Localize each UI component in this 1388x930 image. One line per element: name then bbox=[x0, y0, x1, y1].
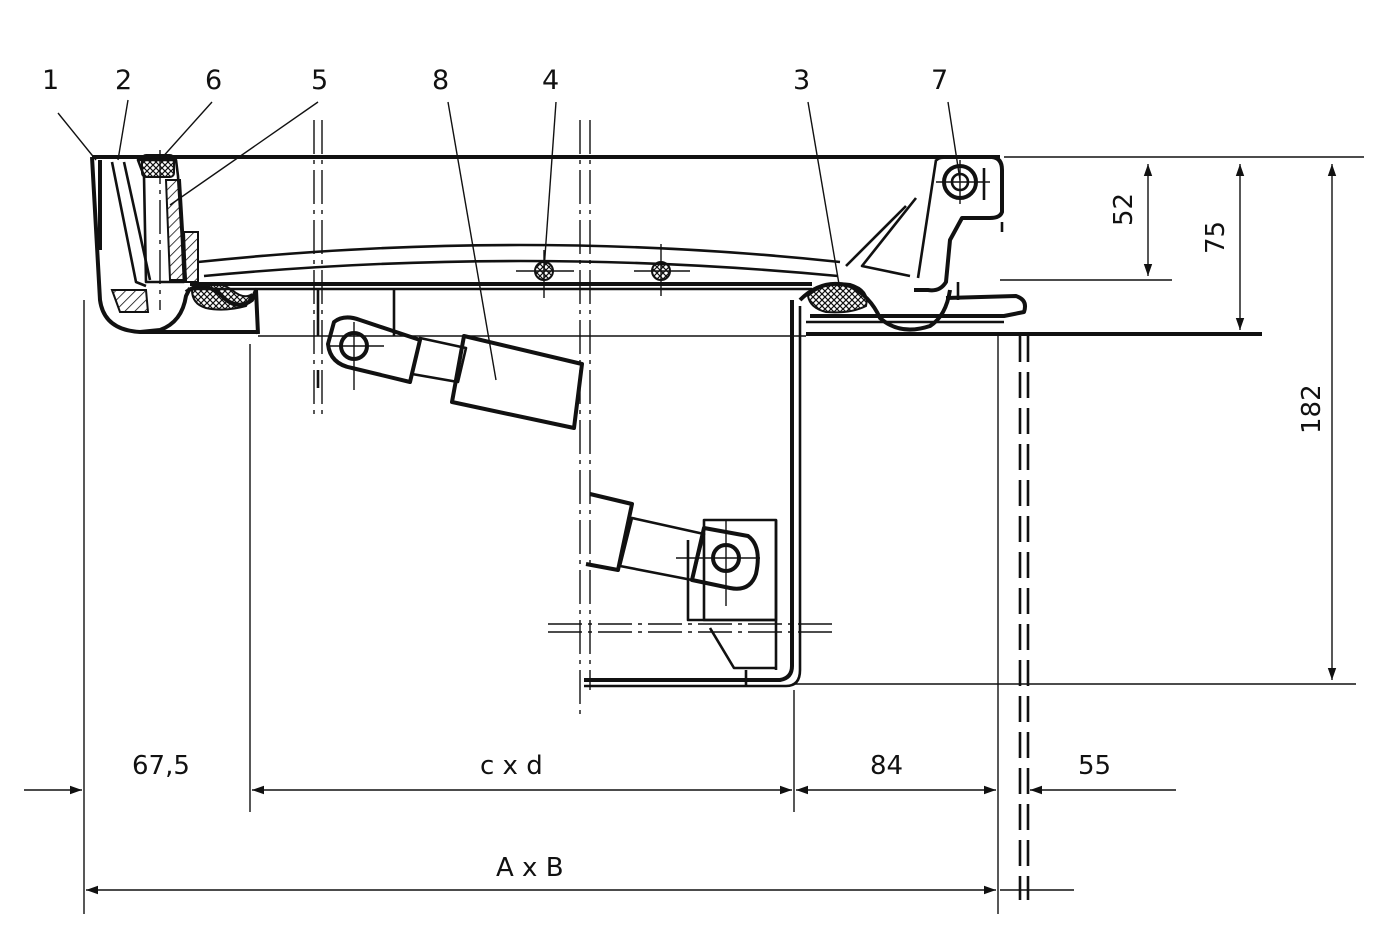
frame-section bbox=[90, 150, 1262, 337]
callouts: 1 2 6 5 8 4 3 7 bbox=[42, 65, 961, 381]
callout-1: 1 bbox=[42, 65, 59, 96]
callout-5: 5 bbox=[311, 65, 328, 96]
dim-75: 75 bbox=[1201, 221, 1231, 254]
callout-7: 7 bbox=[931, 65, 948, 96]
callout-2: 2 bbox=[115, 65, 132, 96]
vertical-dimensions: 52 75 182 bbox=[794, 156, 1364, 685]
dim-67-5: 67,5 bbox=[132, 751, 190, 781]
dim-182: 182 bbox=[1297, 384, 1327, 434]
callout-3: 3 bbox=[793, 65, 810, 96]
dim-a-x-b: A x B bbox=[496, 853, 564, 883]
gas-spring bbox=[326, 315, 778, 622]
horizontal-dimensions: 67,5 c x d 84 55 A x B bbox=[24, 300, 1176, 914]
housing bbox=[316, 288, 802, 688]
centre-lines bbox=[313, 120, 1030, 900]
dim-84: 84 bbox=[870, 751, 903, 781]
callout-4: 4 bbox=[542, 65, 559, 96]
dim-c-x-d: c x d bbox=[480, 751, 543, 781]
callout-8: 8 bbox=[432, 65, 449, 96]
callout-6: 6 bbox=[205, 65, 222, 96]
leader-lines bbox=[57, 99, 961, 381]
dim-52: 52 bbox=[1109, 193, 1139, 226]
dim-55: 55 bbox=[1078, 751, 1111, 781]
